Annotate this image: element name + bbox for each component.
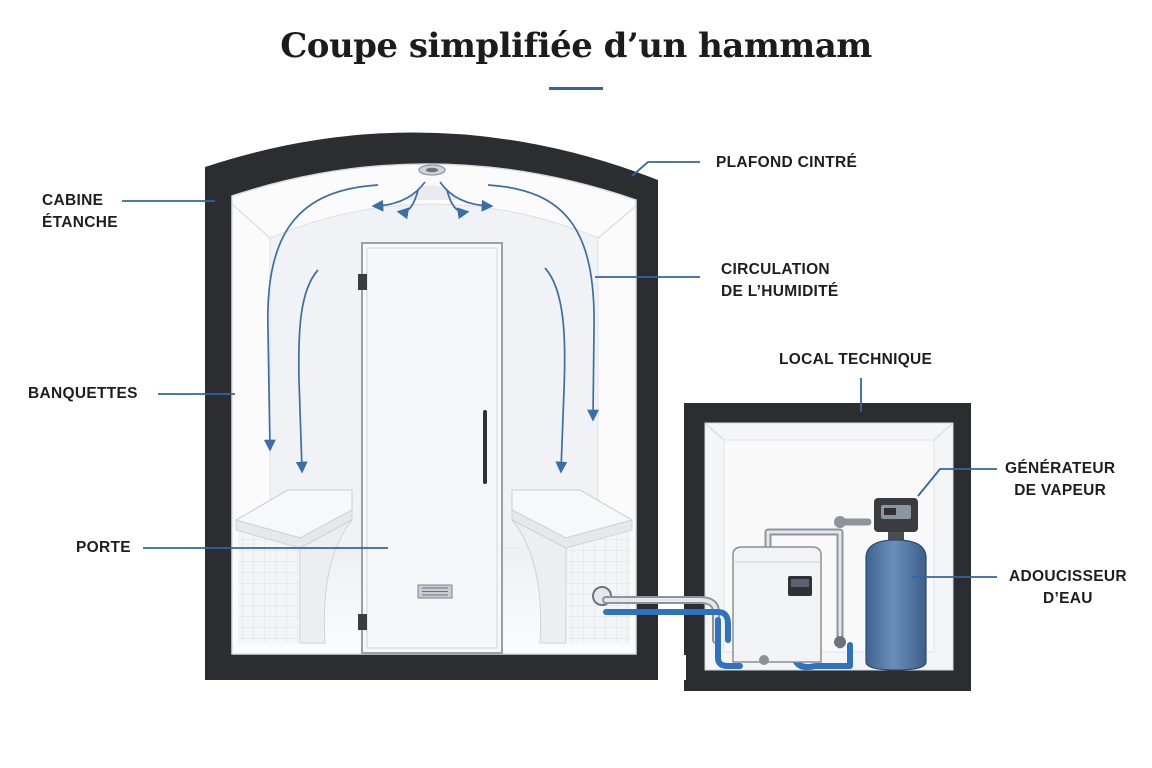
right-bench (511, 489, 634, 644)
title-underline (549, 87, 603, 90)
left-bench (234, 489, 353, 644)
label-adoucisseur-line1: ADOUCISSEUR (1009, 568, 1127, 585)
arrow-small-l2 (396, 189, 419, 220)
label-local-technique: LOCAL TECHNIQUE (779, 351, 933, 368)
arrow-outer-left (263, 184, 379, 452)
label-circulation-line1: CIRCULATION (721, 261, 830, 278)
label-banquettes: BANQUETTES (28, 385, 138, 402)
label-cabine-etanche: CABINE ÉTANCHE (42, 190, 118, 234)
steam-generator (732, 546, 822, 665)
water-softener (865, 498, 927, 671)
hammam-cabin (205, 132, 658, 681)
label-adoucisseur-line2: D’EAU (1043, 590, 1093, 607)
label-cabine-line2: ÉTANCHE (42, 214, 118, 231)
label-cabine-line1: CABINE (42, 192, 104, 209)
floor-drain (417, 584, 453, 599)
label-generateur-vapeur: GÉNÉRATEUR DE VAPEUR (1005, 458, 1115, 502)
label-generateur-line2: DE VAPEUR (1014, 482, 1107, 499)
leader-generateur (917, 468, 997, 497)
arrow-small-r2 (446, 189, 470, 220)
leader-plafond (631, 161, 700, 177)
label-circulation-humidite: CIRCULATION DE L’HUMIDITÉ (721, 259, 839, 303)
label-plafond-cintre: PLAFOND CINTRÉ (716, 154, 858, 171)
humidity-arrows (263, 181, 600, 474)
arrow-inner-right (544, 267, 568, 474)
arrow-outer-right (487, 184, 600, 422)
label-adoucisseur-eau: ADOUCISSEUR D’EAU (1009, 566, 1127, 610)
label-generateur-line1: GÉNÉRATEUR (1005, 460, 1116, 477)
leader-lines (122, 161, 997, 578)
arrow-small-l1 (371, 181, 426, 212)
label-porte: PORTE (76, 539, 131, 556)
technical-room (602, 403, 971, 691)
arrow-small-r1 (439, 181, 494, 212)
label-circulation-line2: DE L’HUMIDITÉ (721, 283, 839, 300)
arrow-inner-left (295, 269, 319, 474)
diagram-title: Coupe simplifiée d’un hammam (280, 26, 872, 66)
